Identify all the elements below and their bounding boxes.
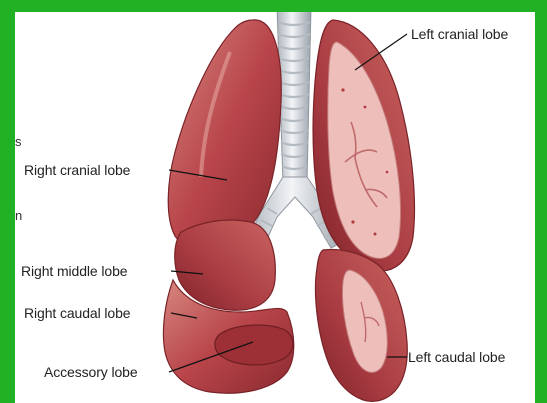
- label-accessory-lobe: Accessory lobe: [44, 364, 138, 380]
- clipped-text-a: s: [15, 134, 22, 149]
- clipped-text-b: n: [15, 208, 22, 223]
- accessory-lobe: [215, 325, 293, 365]
- label-right-middle-lobe: Right middle lobe: [21, 263, 127, 279]
- label-left-caudal-lobe: Left caudal lobe: [408, 349, 505, 365]
- trachea: [277, 12, 311, 182]
- lung-illustration-panel: s n Left cranial lobe Right cranial lobe…: [15, 12, 535, 403]
- label-left-cranial-lobe: Left cranial lobe: [411, 26, 508, 42]
- label-right-caudal-lobe: Right caudal lobe: [24, 305, 131, 321]
- label-right-cranial-lobe: Right cranial lobe: [24, 162, 130, 178]
- lung-illustration: [15, 12, 535, 403]
- right-middle-lobe: [175, 220, 276, 310]
